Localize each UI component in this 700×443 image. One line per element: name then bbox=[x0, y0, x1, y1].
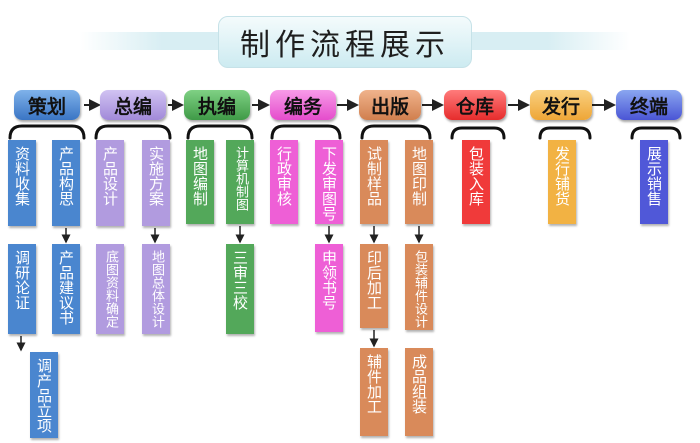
stage-editorial-affairs: 编务 bbox=[270, 90, 336, 120]
stage-planning: 策划 bbox=[14, 90, 80, 120]
bracket-2 bbox=[94, 124, 172, 140]
stage-executive-editor: 执编 bbox=[184, 90, 250, 120]
task-packaging-design: 包装辅件设计 bbox=[405, 244, 433, 330]
bracket-4 bbox=[270, 124, 342, 140]
stage-chief-editor: 总编 bbox=[100, 90, 166, 120]
bracket-1 bbox=[8, 124, 86, 140]
task-project-approval: 调产品立项 bbox=[30, 352, 58, 438]
task-map-compilation: 地图编制 bbox=[186, 140, 214, 224]
task-map-printing: 地图印制 bbox=[405, 140, 433, 224]
task-warehousing: 包装入库 bbox=[462, 140, 490, 224]
bracket-6 bbox=[450, 126, 506, 140]
stage-distribution: 发行 bbox=[530, 90, 592, 120]
task-research: 调研论证 bbox=[8, 244, 36, 334]
task-admin-review: 行政审核 bbox=[270, 140, 298, 224]
task-product-concept: 产品构思 bbox=[52, 140, 80, 226]
page-title: 制作流程展示 bbox=[218, 16, 472, 68]
task-accessory-processing: 辅件加工 bbox=[360, 348, 388, 436]
bracket-3 bbox=[186, 124, 254, 140]
task-display-sales: 展示销售 bbox=[640, 140, 668, 224]
task-product-proposal: 产品建议书 bbox=[52, 244, 80, 334]
stage-warehouse: 仓库 bbox=[444, 90, 506, 120]
task-post-press: 印后加工 bbox=[360, 244, 388, 328]
stage-publishing: 出版 bbox=[359, 90, 421, 120]
bracket-5 bbox=[360, 124, 432, 140]
task-map-overall-design: 地图总体设计 bbox=[142, 244, 170, 334]
stage-terminal: 终端 bbox=[616, 90, 682, 120]
task-implementation-plan: 实施方案 bbox=[142, 140, 170, 226]
task-issue-approval-number: 下发审图号 bbox=[315, 140, 343, 224]
task-final-assembly: 成品组装 bbox=[405, 348, 433, 436]
task-three-reviews: 三审三校 bbox=[226, 244, 254, 334]
task-data-collection: 资料收集 bbox=[8, 140, 36, 226]
task-base-map-data: 底图资料确定 bbox=[96, 244, 124, 334]
task-distribution: 发行铺货 bbox=[548, 140, 576, 224]
task-computer-mapping: 计算机制图 bbox=[226, 140, 254, 224]
bracket-7 bbox=[538, 126, 592, 140]
bracket-8 bbox=[630, 126, 682, 140]
task-apply-isbn: 申领书号 bbox=[315, 244, 343, 332]
task-trial-sample: 试制样品 bbox=[360, 140, 388, 224]
task-product-design: 产品设计 bbox=[96, 140, 124, 226]
